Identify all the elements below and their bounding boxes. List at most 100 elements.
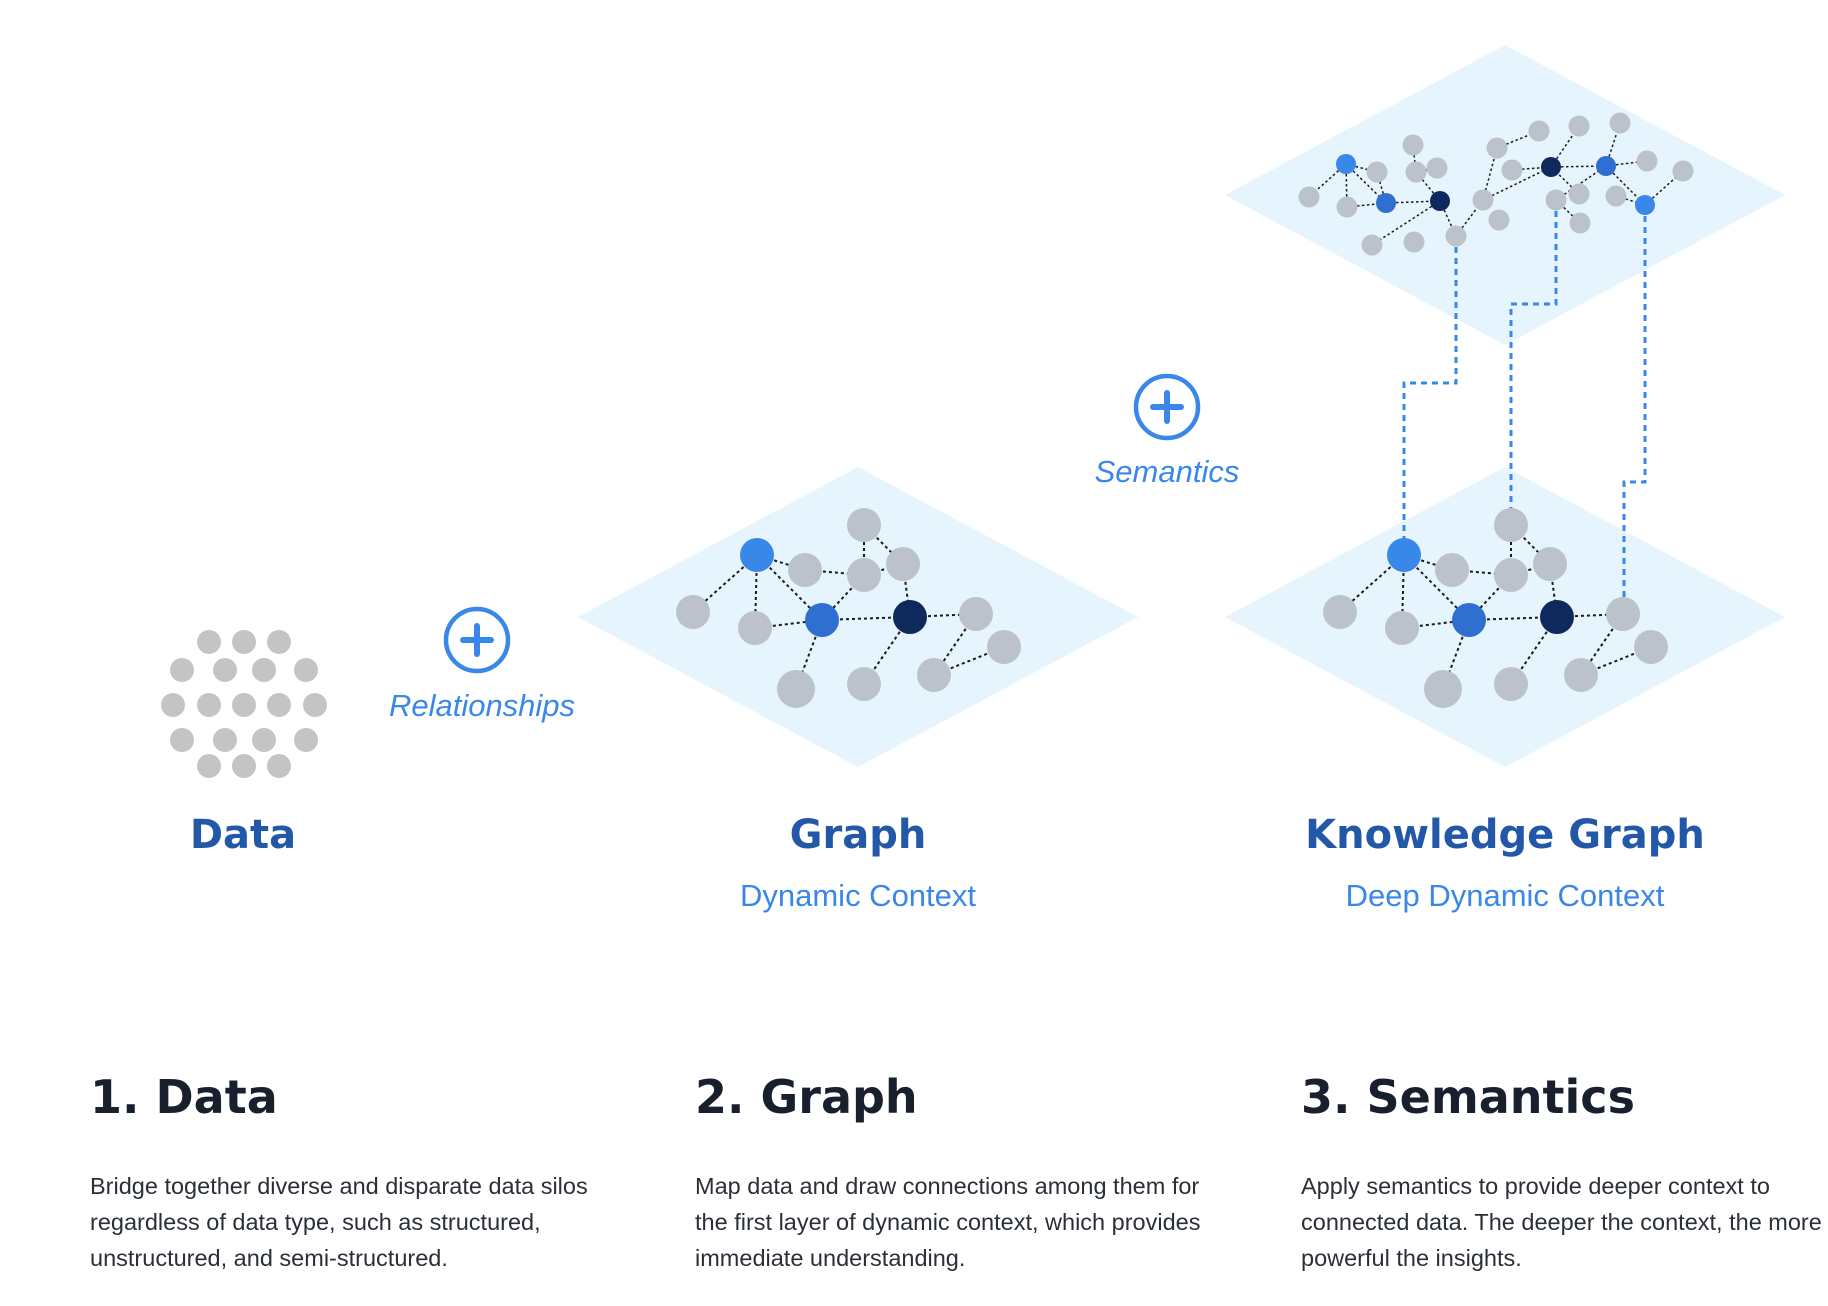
knowledge-graph-upper-node-gray [1486,137,1508,159]
knowledge-graph-lower-node-gray [1564,658,1598,692]
graph-label: Graph [789,812,927,858]
knowledge-graph-upper-node-gray [1361,234,1383,256]
knowledge-graph-upper-node-gray [1472,189,1494,211]
graph-edge [821,574,865,621]
knowledge-graph-upper-node-gray [1445,225,1467,247]
graph-node-gray [676,595,710,629]
knowledge-graph-upper-node-gray [1568,115,1590,137]
relationships-plus-icon [443,606,511,674]
knowledge-graph-upper-node-gray [1426,157,1448,179]
graph-node-blue [740,538,774,572]
graph-node-dark [893,600,927,634]
graph-node-gray [847,558,881,592]
knowledge-graph-upper-node-gray [1488,209,1510,231]
knowledge-graph-lower-node-gray [1634,630,1668,664]
graph-node-gray [886,547,920,581]
graph-node-gray [917,658,951,692]
step-data-title: 1. Data [90,1070,278,1124]
knowledge-graph-lower-node-dark [1540,600,1574,634]
data-dot [170,658,194,682]
data-dot [232,693,256,717]
knowledge-graph-upper-node-mid [1376,193,1396,213]
knowledge-graph-upper-node-gray [1609,112,1631,134]
knowledge-graph-upper-node-gray [1366,161,1388,183]
graph-node-gray [847,667,881,701]
step-semantics: 3. Semantics Apply semantics to provide … [1301,1070,1828,1276]
knowledge-graph-upper-node-blue [1635,195,1655,215]
step-data-text: Bridge together diverse and disparate da… [90,1173,588,1271]
data-dot [232,754,256,778]
step-graph-title: 2. Graph [695,1070,918,1124]
data-dot [197,630,221,654]
knowledge-graph-upper-node-gray [1545,189,1567,211]
knowledge-graph-upper-plane [1225,45,1785,345]
knowledge-graph-upper-node-gray [1336,196,1358,218]
knowledge-graph-upper-node-gray [1568,183,1590,205]
knowledge-graph-upper-node-gray [1403,231,1425,253]
data-dot [267,754,291,778]
data-dot [252,728,276,752]
knowledge-graph-lower-node-gray [1424,670,1462,708]
knowledge-graph-upper-node-mid [1596,156,1616,176]
knowledge-graph-upper-node-gray [1501,159,1523,181]
knowledge-graph-lower-node-gray [1494,508,1528,542]
knowledge-graph-upper-node-gray [1405,161,1427,183]
knowledge-graph-upper-edge [1482,147,1498,201]
knowledge-graph-lower-node-gray [1494,558,1528,592]
knowledge-graph-upper-node-gray [1528,120,1550,142]
knowledge-graph-upper-node-gray [1636,150,1658,172]
step-semantics-title: 3. Semantics [1301,1070,1635,1124]
knowledge-graph-upper-edge [1415,167,1438,173]
knowledge-graph-upper-edge [1371,200,1441,246]
knowledge-graph-upper-node-blue [1336,154,1356,174]
graph-node-gray [738,611,772,645]
knowledge-graph-upper-node-gray [1569,212,1591,234]
knowledge-graph-upper-node-gray [1402,134,1424,156]
knowledge-graph-sublabel: Deep Dynamic Context [1345,878,1665,913]
knowledge-graph-upper-node-dark [1430,191,1450,211]
data-dot [294,728,318,752]
data-dot [232,630,256,654]
step-semantics-text: Apply semantics to provide deeper contex… [1301,1173,1822,1271]
knowledge-graph-lower-node-gray [1606,597,1640,631]
data-dot [213,658,237,682]
data-dot [197,693,221,717]
knowledge-graph-lower-node-gray [1494,667,1528,701]
knowledge-graph-lower-edge [1468,574,1512,621]
knowledge-graph-label: Knowledge Graph [1305,812,1705,858]
semantics-plus-icon [1133,373,1201,441]
graph-node-gray [847,508,881,542]
data-dot [170,728,194,752]
graph-node-gray [987,630,1021,664]
step-graph: 2. Graph Map data and draw connections a… [695,1070,1235,1276]
graph-node-mid [805,603,839,637]
graph-node-gray [959,597,993,631]
knowledge-graph-upper-node-dark [1541,157,1561,177]
knowledge-graph-upper-node-gray [1672,160,1694,182]
data-dot [252,658,276,682]
knowledge-graph-lower-node-mid [1452,603,1486,637]
knowledge-graph-lower-node-gray [1323,595,1357,629]
semantics-label: Semantics [1094,454,1240,489]
knowledge-graph-lower-node-gray [1435,553,1469,587]
graph-node-gray [777,670,815,708]
data-dot [294,658,318,682]
knowledge-graph-upper-node-gray [1605,185,1627,207]
relationships-label: Relationships [388,688,576,723]
data-dot [197,754,221,778]
knowledge-graph-upper-node-gray [1298,186,1320,208]
semantic-connector-line [1622,205,1647,612]
step-data: 1. Data Bridge together diverse and disp… [90,1070,630,1276]
data-dot [303,693,327,717]
data-dot [267,693,291,717]
knowledge-graph-lower-node-blue [1387,538,1421,572]
data-dot [267,630,291,654]
graph-plane [578,467,1138,767]
knowledge-graph-lower-node-gray [1385,611,1419,645]
step-graph-text: Map data and draw connections among them… [695,1173,1201,1271]
data-dot [161,693,185,717]
semantic-connector-line [1509,200,1558,524]
graph-node-gray [788,553,822,587]
data-label: Data [189,812,297,858]
